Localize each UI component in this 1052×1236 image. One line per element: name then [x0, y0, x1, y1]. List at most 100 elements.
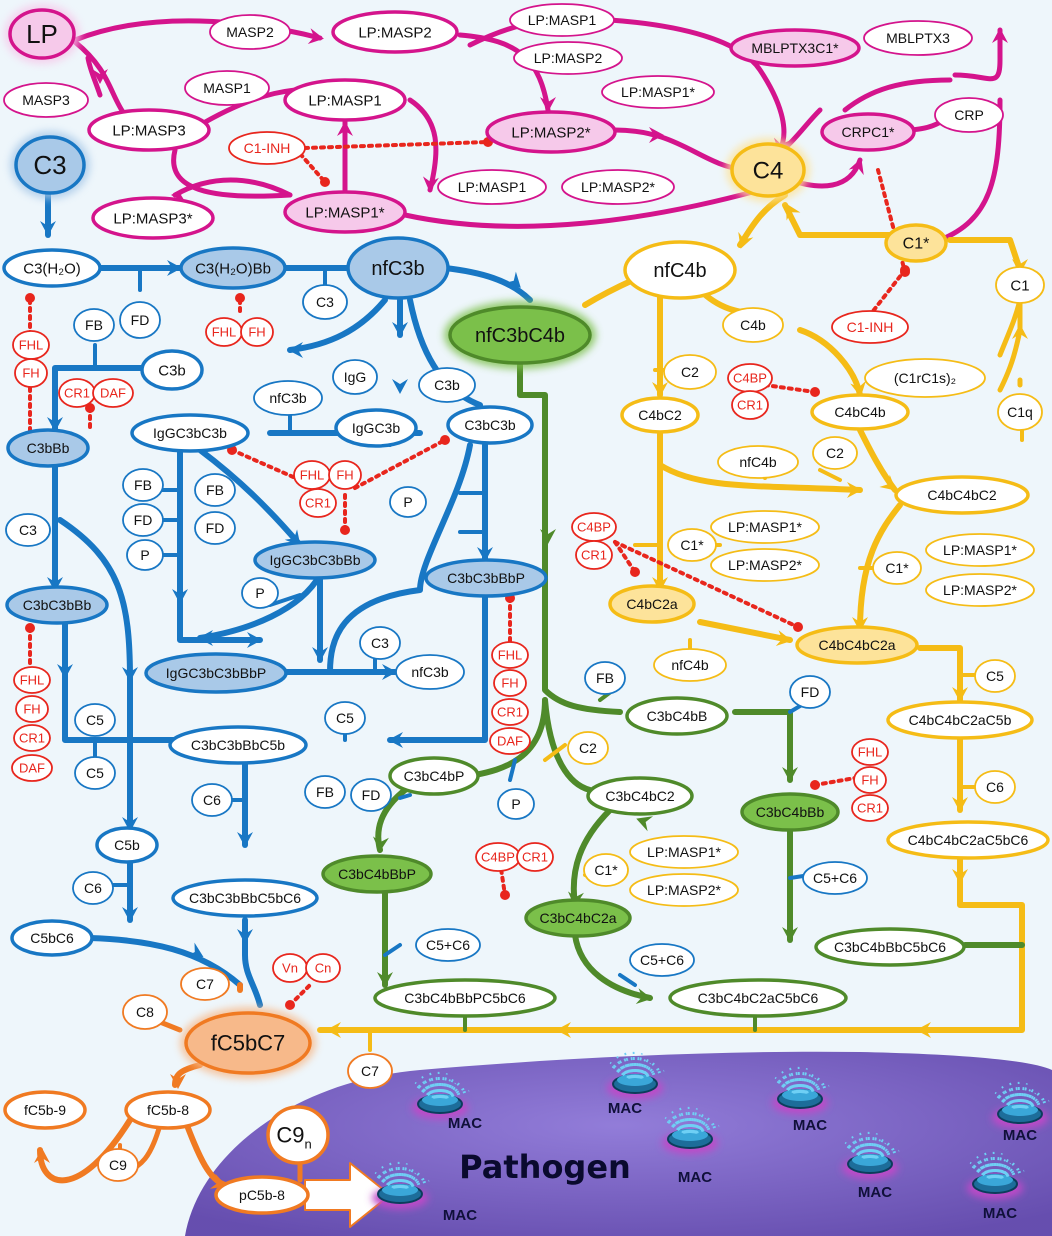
node-c2-3: C2 — [567, 731, 609, 765]
node-c3bc3bbb: C3bC3bBb — [5, 585, 109, 625]
node-nfc3b-2: nfC3b — [253, 380, 323, 416]
node-masp2: MASP2 — [209, 14, 291, 50]
node-shape — [513, 41, 623, 75]
node-shape — [894, 475, 1030, 515]
mac-arrowhead — [34, 1148, 50, 1163]
node-label: IgGC3b — [352, 420, 400, 436]
node-c1s: C1* — [884, 223, 948, 263]
node-label: LP:MASP1* — [621, 84, 695, 100]
node-shape — [184, 70, 270, 106]
node-shape — [561, 169, 675, 205]
c3-arrowhead — [122, 667, 138, 682]
mac-edge — [37, 1117, 133, 1184]
mac-label: MAC — [608, 1100, 642, 1117]
node-shape — [15, 695, 49, 723]
c3-edge — [442, 265, 533, 303]
node-iggc3bc3bbb: IgGC3bC3bBb — [253, 540, 377, 580]
c3-edge — [197, 572, 323, 641]
c3-arrowhead — [237, 832, 253, 847]
node-shape — [331, 10, 459, 54]
node-shape — [97, 1148, 139, 1182]
node-label: LP:MASP3 — [112, 122, 185, 139]
inhibition-link — [353, 438, 447, 490]
node-shape — [884, 223, 948, 263]
node-label: C4bC4b — [834, 404, 886, 420]
node-label: C5 — [86, 712, 104, 728]
inhibition-link-end — [440, 435, 450, 445]
node-label: nfC3b — [411, 664, 449, 680]
node-label: fC5b-9 — [24, 1102, 66, 1118]
inhibition-link-end — [793, 622, 803, 632]
node-fc5b9: fC5b-9 — [3, 1090, 87, 1130]
node-c1inh-top: C1-INH — [228, 131, 306, 165]
node-label: C4bC2a — [626, 596, 678, 612]
node-shape — [795, 625, 919, 665]
node-shape — [663, 354, 717, 390]
node-fd-1: FD — [119, 301, 161, 339]
node-shape — [586, 776, 694, 816]
node-shape — [925, 533, 1035, 567]
inhibition-link — [613, 540, 800, 629]
c4-arrowhead — [1012, 324, 1028, 339]
c3-arrowhead — [477, 547, 493, 562]
c3-edge — [387, 587, 488, 743]
node-c1inh-right: C1-INH — [831, 310, 909, 344]
node-label: LP:MASP1* — [943, 542, 1017, 558]
node-label: CR1 — [305, 496, 331, 511]
node-label: FH — [248, 325, 265, 340]
node-label: LP:MASP1 — [308, 92, 381, 109]
inhibition-link — [303, 140, 490, 150]
node-label: C8 — [136, 1004, 154, 1020]
node-label: C3bC4bBbPC5bC6 — [404, 990, 526, 1006]
node-label: C4b — [740, 317, 766, 333]
node-c7-1: C7 — [180, 967, 230, 1001]
node-shape — [437, 169, 547, 205]
c4-arrowhead — [850, 380, 866, 397]
node-fb-4: FB — [584, 661, 626, 695]
node-label: FB — [85, 317, 103, 333]
node-label: C3(H₂O)Bb — [195, 260, 271, 277]
node-shape — [872, 551, 922, 585]
node-shape — [717, 445, 799, 479]
node-fh-4: FH — [15, 695, 49, 723]
node-shape — [92, 378, 134, 408]
mac-pore: MAC — [372, 1161, 477, 1224]
node-shape — [812, 436, 858, 470]
node-shape — [653, 648, 727, 682]
c4-arrowhead — [738, 231, 754, 249]
mac-label: MAC — [1003, 1127, 1037, 1144]
c3-arrowhead — [392, 379, 408, 394]
node-fb-2: FB — [122, 468, 164, 502]
node-label: C4bC4bC2 — [927, 487, 996, 503]
c3c4-edge — [517, 357, 623, 715]
node-shape — [347, 1053, 393, 1089]
node-lp-masp1s-a: LP:MASP1* — [601, 75, 715, 109]
node-shape — [667, 528, 717, 562]
node-label: C3bC4bB — [647, 708, 708, 724]
node-label: FH — [336, 468, 353, 483]
node-lp-masp1s-2: LP:MASP1* — [710, 510, 820, 544]
node-shape — [91, 196, 215, 240]
node-label: C2 — [681, 364, 699, 380]
c3-edge — [407, 297, 483, 408]
node-nfc3bc4b: nfC3bC4b — [444, 301, 596, 369]
node-shape — [731, 390, 769, 420]
node-label: LP:MASP2* — [581, 179, 655, 195]
node-cr1-3: CR1 — [299, 488, 337, 518]
c3c4-edge — [572, 932, 653, 1001]
node-label: LP:MASP1* — [305, 204, 384, 221]
node-shape — [13, 724, 51, 752]
c3-edge — [57, 517, 133, 683]
pathogen-label: Pathogen — [459, 1148, 631, 1186]
node-label: nfC4b — [671, 657, 709, 673]
node-c3b-1: C3b — [140, 349, 204, 391]
node-shape — [14, 358, 48, 388]
node-label: C3 — [316, 294, 334, 310]
node-masp3: MASP3 — [3, 82, 89, 118]
node-shape — [253, 540, 377, 580]
node-shape — [253, 380, 323, 416]
c3c4-arrowhead — [782, 927, 798, 942]
node-fh-6: FH — [853, 766, 887, 794]
node-label: FB — [316, 784, 334, 800]
node-label: fC5bC7 — [211, 1031, 286, 1056]
